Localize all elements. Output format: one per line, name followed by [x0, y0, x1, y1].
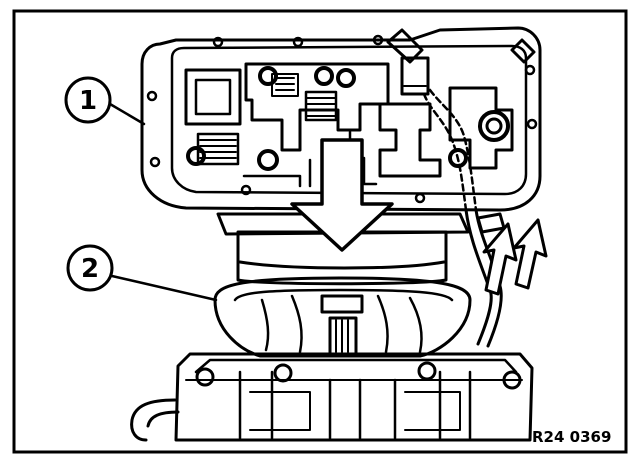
transmission-housing — [130, 352, 534, 442]
removal-direction-arrow — [290, 138, 394, 252]
spring-coil — [304, 90, 338, 122]
callout-2-label: 2 — [81, 254, 99, 284]
callout-1: 1 — [64, 76, 146, 126]
valve-body — [140, 26, 542, 212]
assembly-arrows — [482, 218, 548, 296]
callout-1-label: 1 — [79, 86, 97, 116]
callout-2: 2 — [66, 244, 218, 302]
reference-code: R24 0369 — [532, 428, 611, 446]
electrical-connector — [386, 28, 536, 96]
